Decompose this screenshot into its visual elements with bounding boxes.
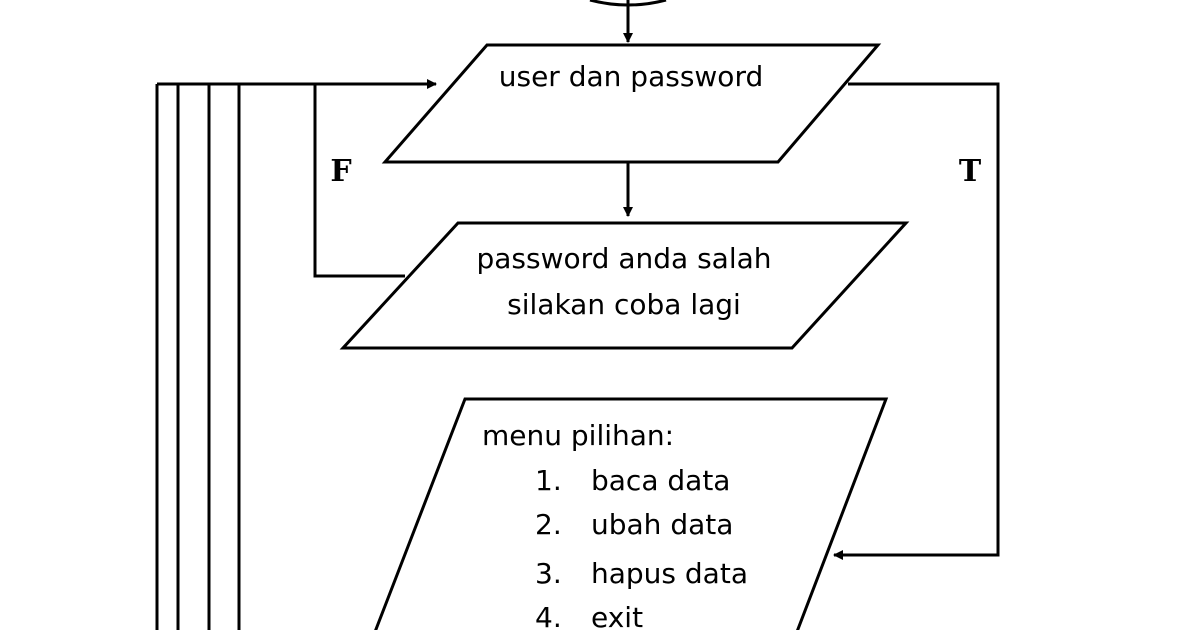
menu-item-3-text: hapus data: [591, 557, 748, 590]
menu-item-4-text: exit: [591, 601, 643, 630]
error-line-2: silakan coba lagi: [507, 288, 741, 321]
input-label: user dan password: [499, 60, 763, 93]
input-parallelogram: [381, 43, 882, 164]
menu-parallelogram: [374, 397, 889, 630]
true-label: T: [959, 154, 982, 189]
false-label: F: [330, 154, 351, 189]
menu-item-2-text: ubah data: [591, 508, 733, 541]
menu-title: menu pilihan:: [482, 419, 674, 452]
true-path-line: [833, 82, 1000, 560]
menu-item-4-number: 4.: [535, 601, 562, 630]
menu-item-3-number: 3.: [535, 557, 562, 590]
menu-item-1-number: 1.: [535, 464, 562, 497]
false-loop-line: [313, 79, 437, 278]
error-line-1: password anda salah: [477, 242, 772, 275]
menu-item-2-number: 2.: [535, 508, 562, 541]
error-parallelogram: [339, 221, 910, 350]
menu-item-1-text: baca data: [591, 464, 730, 497]
